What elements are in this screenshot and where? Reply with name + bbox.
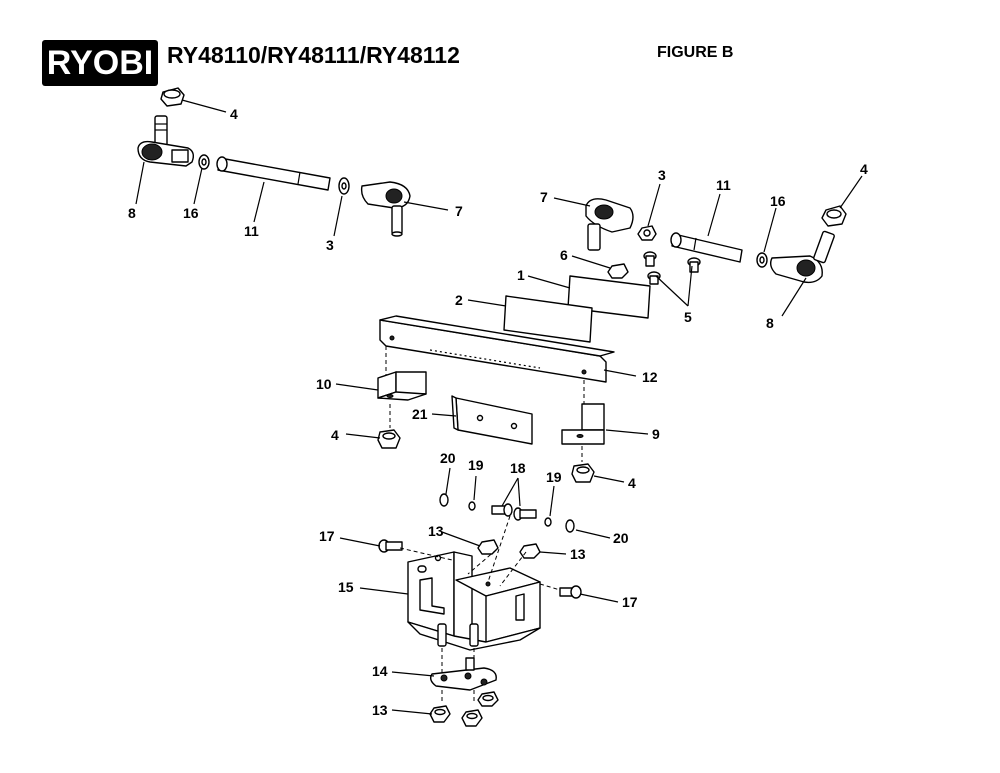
callout-11-right: 11 [716, 177, 731, 193]
callout-numbers: 4 8 16 11 3 7 7 3 11 4 16 6 1 5 8 2 12 1… [128, 106, 868, 718]
nut-part-4-left [160, 87, 185, 107]
callout-7-left: 7 [455, 203, 463, 219]
bolt-part-17-left [378, 539, 403, 553]
ring-part-19-right [544, 517, 552, 527]
callout-20-right: 20 [613, 530, 629, 546]
callout-15: 15 [338, 579, 354, 595]
rod-part-11-right [670, 232, 743, 263]
callout-13-bottom: 13 [372, 702, 388, 718]
ball-stud-left [154, 115, 168, 147]
plate-part-21 [451, 395, 533, 445]
rod-end-part-7-right [585, 198, 634, 251]
callout-1: 1 [517, 267, 525, 283]
plate-part-14 [429, 657, 497, 691]
callout-2: 2 [455, 292, 463, 308]
callout-7-right: 7 [540, 189, 548, 205]
bracket-part-9 [561, 403, 605, 445]
rod-end-part-8-right [769, 230, 835, 284]
callout-12: 12 [642, 369, 658, 385]
callout-3-right: 3 [658, 167, 666, 183]
washer-part-20-left [439, 493, 449, 507]
nut-part-4-right [821, 205, 847, 227]
stud-left [437, 623, 447, 647]
callout-19-right: 19 [546, 469, 562, 485]
nut-part-4-bracket-left [377, 429, 401, 449]
callout-8-left: 8 [128, 205, 136, 221]
model-numbers: RY48110/RY48111/RY48112 [167, 42, 460, 68]
callout-17-left: 17 [319, 528, 335, 544]
callout-11-left: 11 [244, 223, 259, 239]
callout-17-right: 17 [622, 594, 638, 610]
nut-part-6 [607, 263, 629, 279]
callout-4-bracket-left: 4 [331, 427, 339, 443]
nut-part-13-b [519, 543, 541, 559]
washer-part-20-right [565, 519, 575, 533]
brand-wordmark: RYOBI [46, 43, 154, 82]
left-linkage-assembly [137, 87, 411, 237]
leader-lines [135, 99, 863, 715]
callout-16-left: 16 [183, 205, 199, 221]
bracket-part-10 [377, 371, 427, 401]
label-plate-part-2 [503, 295, 593, 343]
ring-part-19-left [468, 501, 476, 511]
callout-18: 18 [510, 460, 526, 476]
callout-20-left: 20 [440, 450, 456, 466]
callout-13-a: 13 [428, 523, 444, 539]
rod-end-part-7-left [360, 181, 411, 237]
callout-9: 9 [652, 426, 660, 442]
pin-part-18-left [491, 503, 513, 517]
cross-bar-part-12 [379, 315, 615, 383]
right-linkage-assembly [585, 198, 847, 285]
stud-right [469, 623, 479, 647]
callout-3-left: 3 [326, 237, 334, 253]
ryobi-logo: RYOBI [42, 40, 158, 86]
nut-part-13-bottom-center [461, 709, 483, 727]
callout-5: 5 [684, 309, 692, 325]
callout-4-left: 4 [230, 106, 238, 122]
nut-part-4-bracket-right [571, 463, 595, 483]
callout-10: 10 [316, 376, 332, 392]
bolt-part-5-a [643, 251, 657, 267]
pin-part-18-right [513, 507, 537, 521]
callout-13-b: 13 [570, 546, 586, 562]
figure-label: FIGURE B [657, 44, 734, 61]
callout-16-right: 16 [770, 193, 786, 209]
bolt-part-5-c [687, 257, 701, 273]
rod-end-part-8-left [137, 140, 195, 167]
callout-4-bracket-right: 4 [628, 475, 636, 491]
callout-21: 21 [412, 406, 428, 422]
callout-8-right: 8 [766, 315, 774, 331]
nut-part-13-bottom-left [429, 705, 451, 723]
bolt-part-17-right [559, 585, 582, 599]
callout-19-left: 19 [468, 457, 484, 473]
callout-6: 6 [560, 247, 568, 263]
callout-14: 14 [372, 663, 388, 679]
bolt-part-5-b [647, 271, 661, 285]
nut-part-13-a [477, 539, 499, 555]
rod-part-11-left [216, 156, 331, 191]
nut-part-13-bottom-right [477, 691, 499, 707]
callout-4-right: 4 [860, 161, 868, 177]
main-bracket-part-15 [407, 551, 541, 651]
